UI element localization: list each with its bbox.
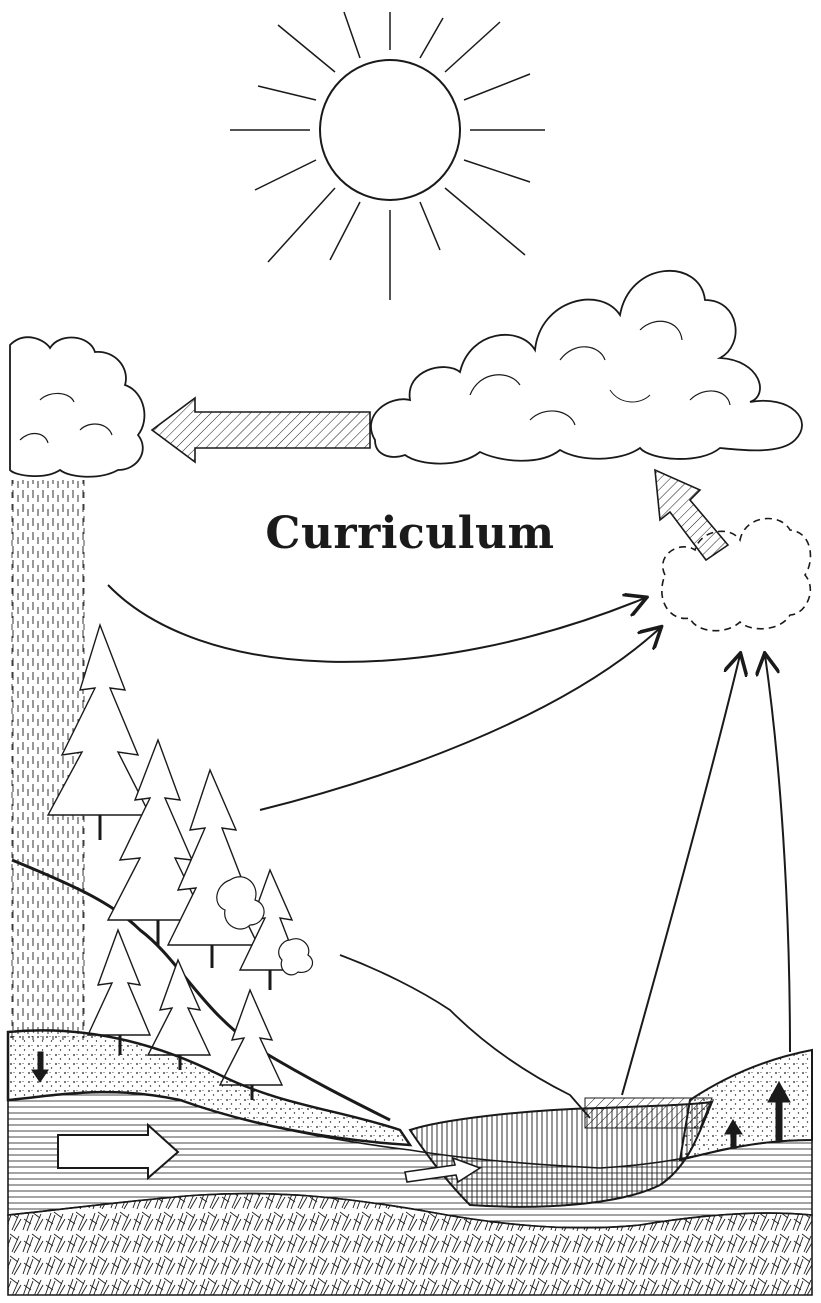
sun-icon <box>230 12 545 300</box>
rain-column <box>12 480 84 1040</box>
forest-icon <box>48 625 313 1100</box>
cloud-icon <box>662 519 811 631</box>
diagram-title: Curriculum <box>200 508 620 559</box>
cloud-icon <box>371 271 802 464</box>
cloud-icon <box>10 337 144 477</box>
